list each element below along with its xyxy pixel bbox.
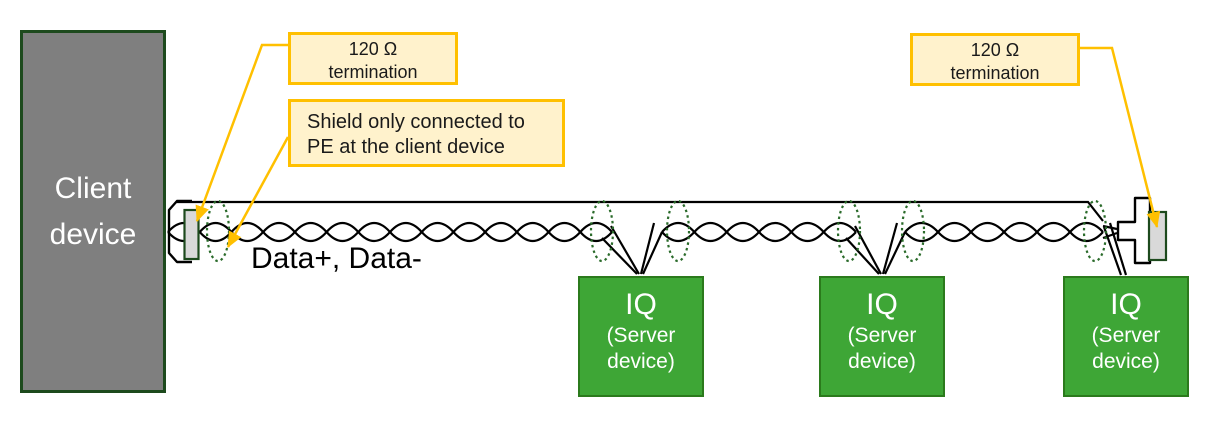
server-device-box-3: IQ (Server device): [1063, 276, 1189, 397]
leader-termination-right: [1080, 46, 1161, 228]
callout-termination-right-line1: 120 Ω: [970, 40, 1020, 60]
tap-wire: [1108, 222, 1128, 276]
shield-loop-ellipse: [900, 199, 926, 263]
server-tap-wires: [601, 222, 1128, 276]
tap-wire: [854, 225, 882, 275]
tap-wire: [639, 222, 656, 275]
callout-shield-note: Shield only connected to PE at the clien…: [288, 99, 565, 167]
callout-shield-note-line1: Shield only connected to: [307, 111, 525, 133]
tap-wire: [1102, 224, 1118, 231]
shield-loop-ellipse: [1082, 199, 1108, 263]
server-device-1-title: IQ: [625, 288, 657, 321]
client-device-box: Client device: [20, 30, 166, 393]
client-device-label: Client device: [49, 171, 137, 251]
client-connector-bracket: [167, 199, 192, 264]
end-connector-bracket: [1116, 196, 1152, 265]
bus-label: Data+, Data-: [251, 242, 422, 275]
server-device-box-2: IQ (Server device): [819, 276, 945, 397]
tap-wire: [845, 237, 880, 275]
shield-loop-ellipse: [836, 199, 862, 263]
server-device-3-title: IQ: [1110, 288, 1142, 321]
leader-shield-note: [226, 136, 290, 248]
tap-wire: [641, 231, 664, 275]
callout-termination-right-line2: termination: [950, 63, 1040, 83]
termination-resistor-right: [1147, 210, 1168, 262]
callout-termination-left-line1: 120 Ω: [348, 39, 398, 59]
server-device-box-1: IQ (Server device): [578, 276, 704, 397]
tap-wire: [601, 237, 638, 275]
callout-termination-left: 120 Ω termination: [288, 32, 458, 85]
leader-termination-left: [195, 43, 288, 222]
server-device-1-subtitle: (Server device): [606, 324, 676, 373]
server-device-2-subtitle: (Server device): [847, 324, 917, 373]
shield-loop-ellipse: [589, 199, 615, 263]
server-device-2-title: IQ: [866, 288, 898, 321]
server-device-3-subtitle: (Server device): [1091, 324, 1161, 373]
termination-resistor-left: [183, 208, 200, 261]
callout-termination-left-line2: termination: [328, 62, 418, 82]
callout-termination-right: 120 Ω termination: [910, 33, 1080, 86]
tap-wire: [881, 222, 899, 275]
shield-wire: [176, 200, 1104, 222]
shield-loop-ellipse: [665, 199, 691, 263]
shield-loop-ellipse: [205, 199, 231, 263]
tap-wire: [1102, 226, 1123, 276]
tap-wire: [610, 225, 640, 275]
callout-shield-note-line2: PE at the client device: [307, 136, 505, 158]
tap-wire: [884, 231, 906, 275]
